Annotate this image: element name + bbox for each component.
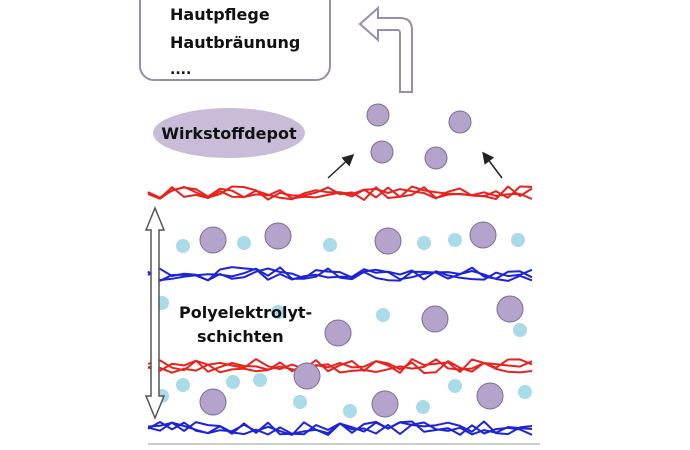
active-particle: [199, 226, 227, 254]
embedded-particles: [155, 221, 532, 418]
layers-label-line-1: Polyelektrolyt-: [179, 303, 312, 322]
active-particle: [469, 221, 497, 249]
small-particle: [271, 305, 285, 319]
active-particle: [199, 388, 227, 416]
benefit-line-2: Hautbräunung: [170, 33, 300, 52]
polycation-layer: [147, 358, 533, 374]
small-particle: [417, 236, 431, 250]
active-particle: [421, 305, 449, 333]
polyanion-layer: [147, 267, 533, 282]
depot-label: Wirkstoffdepot: [161, 124, 297, 143]
active-particle: [324, 319, 352, 347]
small-particle: [416, 400, 430, 414]
small-particle: [513, 323, 527, 337]
small-particle: [176, 239, 190, 253]
released-particles: [366, 103, 472, 170]
active-particle: [476, 382, 504, 410]
benefit-line-3: ....: [170, 62, 191, 78]
polycation-layer: [147, 185, 533, 201]
small-particle: [448, 379, 462, 393]
small-particle: [511, 233, 525, 247]
active-particle: [264, 222, 292, 250]
release-arrow-right: [482, 151, 503, 179]
small-particle: [176, 378, 190, 392]
active-particle: [293, 362, 321, 390]
released-particle: [366, 103, 390, 127]
release-arrow-up: [358, 5, 413, 93]
small-particle: [323, 238, 337, 252]
active-particle: [496, 295, 524, 323]
active-particle: [371, 390, 399, 418]
benefits-box-frame: [139, 0, 331, 81]
depot-badge: Wirkstoffdepot: [153, 108, 305, 158]
layers-label: Polyelektrolyt- schichten: [179, 303, 312, 346]
release-arrow-left: [327, 153, 355, 179]
small-particle: [343, 404, 357, 418]
small-particle: [448, 233, 462, 247]
small-particle: [237, 236, 251, 250]
released-particle: [424, 146, 448, 170]
polycation-layer: [147, 358, 533, 374]
small-particle: [518, 385, 532, 399]
small-particle: [376, 308, 390, 322]
layers-label-line-2: schichten: [197, 327, 284, 346]
polycation-layer: [147, 358, 533, 374]
polyelectrolyte-layers: [147, 185, 533, 436]
depot-ellipse: [153, 108, 305, 158]
active-particle: [374, 227, 402, 255]
released-particle: [370, 140, 394, 164]
double-arrow-icon: [144, 206, 166, 420]
benefit-line-1: Hautpflege: [170, 5, 270, 24]
polyanion-layer: [147, 420, 533, 436]
benefits-box: Hautpflege Hautbräunung ....: [139, 0, 331, 81]
small-particle: [293, 395, 307, 409]
polyanion-layer: [147, 266, 533, 282]
small-particle: [226, 375, 240, 389]
small-particle: [253, 373, 267, 387]
released-particle: [448, 110, 472, 134]
thickness-arrow: [144, 206, 166, 420]
